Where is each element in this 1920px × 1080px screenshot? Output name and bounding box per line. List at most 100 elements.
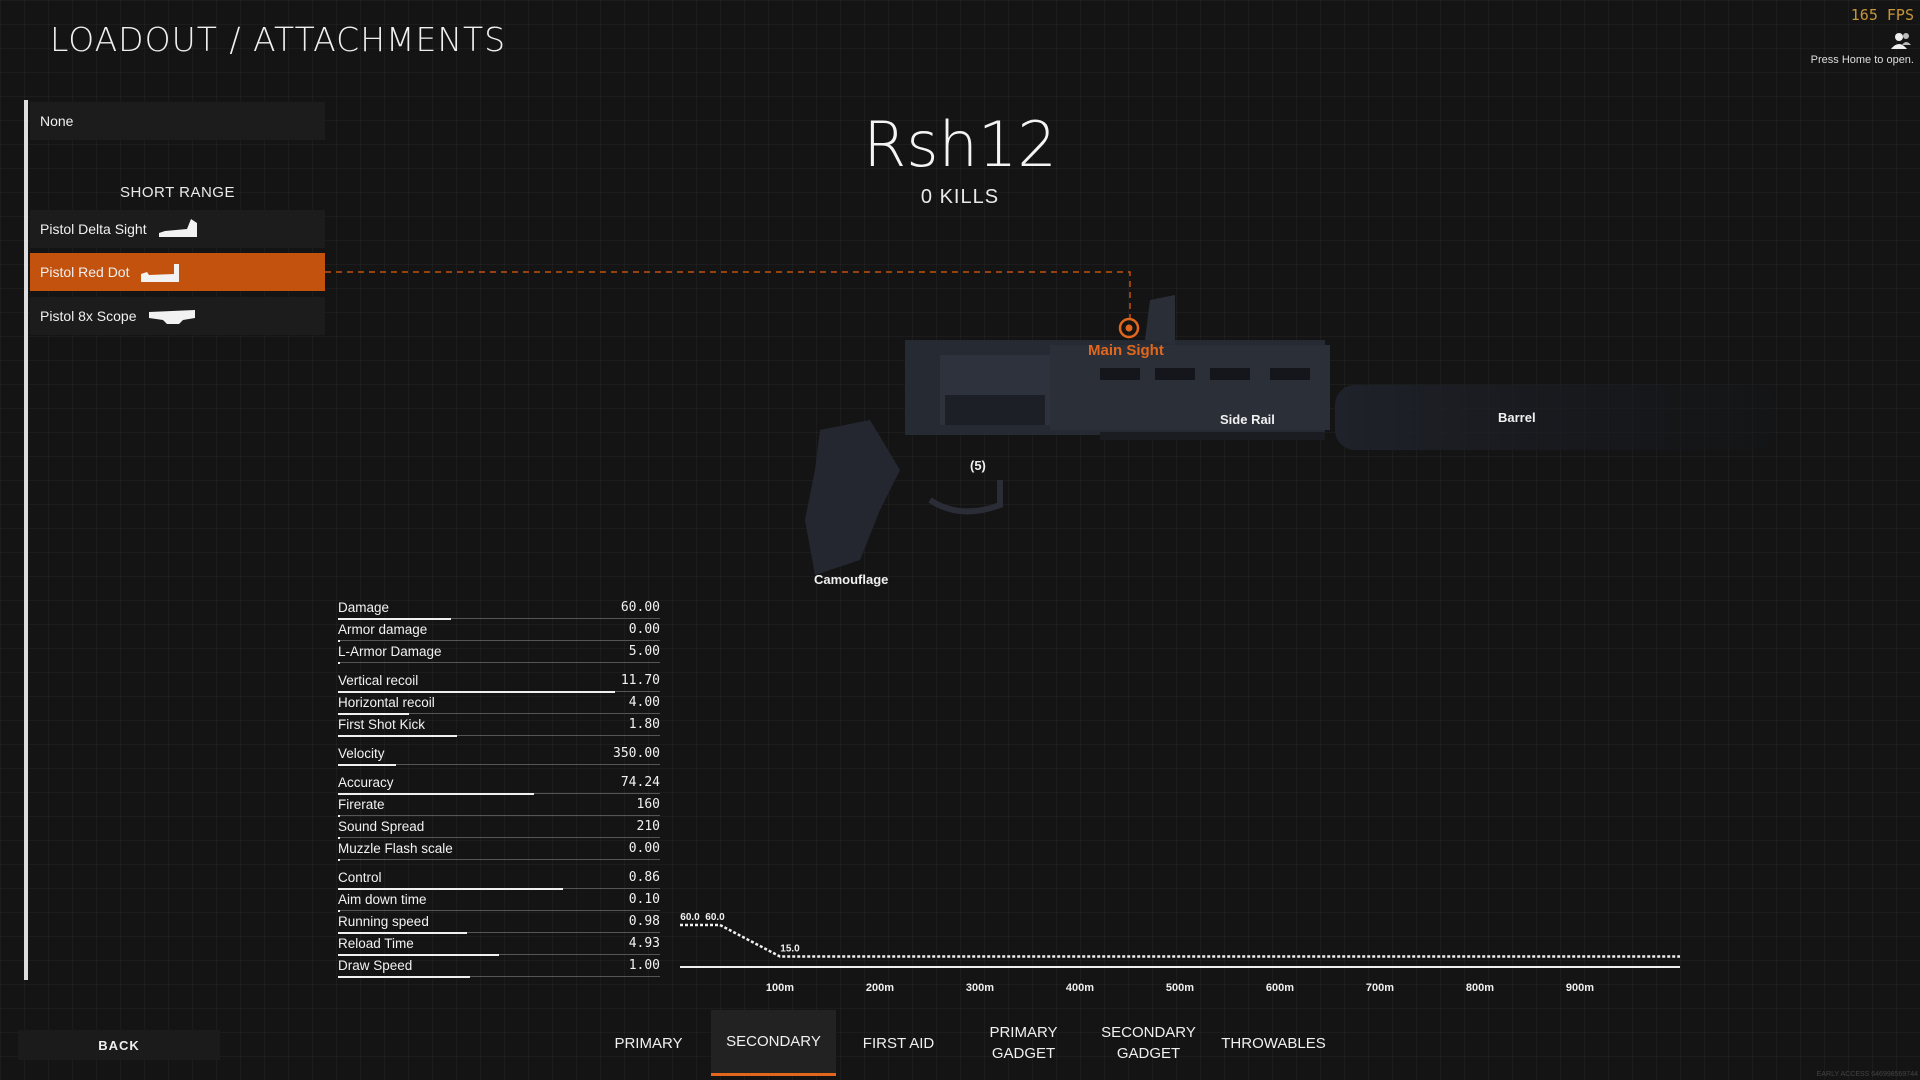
stat-label: Aim down time <box>338 892 427 907</box>
fps-counter: 165 FPS <box>1850 6 1914 24</box>
page-title: LOADOUT / ATTACHMENTS <box>50 20 507 59</box>
delta-sight-icon <box>158 219 197 237</box>
stat-bar-fill <box>338 888 564 890</box>
attachment-option-8x-scope[interactable]: Pistol 8x Scope <box>30 297 325 335</box>
stat-row: Draw Speed 1.00 <box>338 958 660 978</box>
stat-label: Firerate <box>338 797 385 812</box>
stat-bar-track <box>338 815 660 816</box>
stat-value: 11.70 <box>620 673 660 688</box>
stat-bar-track <box>338 662 660 663</box>
back-button[interactable]: BACK <box>18 1030 220 1060</box>
tab-primary[interactable]: PRIMARY <box>614 1034 683 1052</box>
falloff-data-label: 60.0 <box>680 912 700 923</box>
stat-label: Running speed <box>338 914 429 929</box>
stat-value: 4.00 <box>628 695 660 710</box>
stat-bar-track <box>338 859 660 860</box>
attachment-option-none[interactable]: None <box>30 102 325 140</box>
stat-bar-fill <box>338 713 409 715</box>
stat-bar-fill <box>338 859 340 861</box>
tab-secondary-gadget[interactable]: SECONDARY GADGET <box>1101 1024 1196 1062</box>
stat-value: 60.00 <box>620 600 660 615</box>
attachment-option-delta-sight[interactable]: Pistol Delta Sight <box>30 210 325 248</box>
stat-bar-fill <box>338 976 471 978</box>
falloff-data-label: 60.0 <box>705 912 725 923</box>
category-tabs: PRIMARY SECONDARY FIRST AID PRIMARY GADGET S… <box>586 1010 1336 1076</box>
stat-row: Armor damage 0.00 <box>338 622 660 642</box>
stat-value: 0.00 <box>628 622 660 637</box>
users-icon <box>1891 33 1911 49</box>
stat-bar-track <box>338 713 660 714</box>
attachment-option-label: Pistol 8x Scope <box>40 308 137 324</box>
section-header-short-range: SHORT RANGE <box>120 184 235 201</box>
stat-row: First Shot Kick 1.80 <box>338 717 660 737</box>
tab-primary-gadget[interactable]: PRIMARY GADGET <box>989 1024 1058 1062</box>
stat-row: Muzzle Flash scale 0.00 <box>338 841 660 861</box>
tab-throwables[interactable]: THROWABLES <box>1221 1034 1326 1052</box>
stat-label: Reload Time <box>338 936 414 951</box>
slot-side-rail[interactable]: Side Rail <box>1220 412 1275 427</box>
weapon-kills: 0 KILLS <box>920 186 1000 208</box>
tab-first-aid[interactable]: FIRST AID <box>862 1034 935 1052</box>
list-scroll-rail[interactable] <box>24 100 28 980</box>
stat-row: Damage 60.00 <box>338 600 660 620</box>
stat-label: Muzzle Flash scale <box>338 841 453 856</box>
stat-bar-fill <box>338 640 340 642</box>
slot-camouflage[interactable]: Camouflage <box>814 572 889 587</box>
stat-label: First Shot Kick <box>338 717 426 732</box>
hint-text: Press Home to open. <box>1810 54 1914 66</box>
falloff-tick-label: 300m <box>966 982 994 994</box>
falloff-tick-label: 900m <box>1566 982 1594 994</box>
stat-value: 0.10 <box>628 892 660 907</box>
main-sight-marker-icon[interactable] <box>1118 317 1140 339</box>
stat-value: 1.00 <box>628 958 660 973</box>
stat-bar-fill <box>338 735 458 737</box>
stat-bar-track <box>338 764 660 765</box>
stat-bar-fill <box>338 815 340 817</box>
stat-row: Running speed 0.98 <box>338 914 660 934</box>
stat-bar-fill <box>338 662 340 664</box>
tab-secondary[interactable]: SECONDARY <box>711 1010 836 1076</box>
stat-label: Velocity <box>338 746 385 761</box>
attachment-option-label: Pistol Delta Sight <box>40 221 147 237</box>
stat-row: Aim down time 0.10 <box>338 892 660 912</box>
stat-bar-track <box>338 976 660 977</box>
attachment-option-red-dot[interactable]: Pistol Red Dot <box>30 253 325 291</box>
stat-value: 74.24 <box>620 775 660 790</box>
slot-ammo[interactable]: (5) <box>970 458 986 473</box>
stat-bar-fill <box>338 954 499 956</box>
stat-value: 0.00 <box>628 841 660 856</box>
stat-value: 1.80 <box>628 717 660 732</box>
weapon-name: Rsh12 <box>863 108 1057 181</box>
stat-label: Draw Speed <box>338 958 413 973</box>
stat-value: 0.98 <box>628 914 660 929</box>
stat-value: 0.86 <box>628 870 660 885</box>
build-tag: EARLY ACCESS 646998569744 <box>1816 1071 1918 1078</box>
stat-label: Armor damage <box>338 622 428 637</box>
stat-label: Damage <box>338 600 390 615</box>
stat-bar-fill <box>338 618 451 620</box>
stat-value: 160 <box>636 797 660 812</box>
stat-bar-track <box>338 837 660 838</box>
attachment-option-label: Pistol Red Dot <box>40 264 130 280</box>
falloff-tick-label: 100m <box>766 982 794 994</box>
stat-bar-track <box>338 735 660 736</box>
slot-main-sight[interactable]: Main Sight <box>1088 342 1164 359</box>
slot-barrel[interactable]: Barrel <box>1498 410 1536 425</box>
falloff-tick-label: 500m <box>1166 982 1194 994</box>
stat-label: Accuracy <box>338 775 394 790</box>
stat-bar-fill <box>338 910 340 912</box>
stat-bar-track <box>338 640 660 641</box>
falloff-tick-label: 700m <box>1366 982 1394 994</box>
red-dot-icon <box>141 264 180 282</box>
stat-bar-fill <box>338 837 340 839</box>
stat-value: 5.00 <box>628 644 660 659</box>
main-sight-leader-line <box>325 271 1131 327</box>
stat-label: Vertical recoil <box>338 673 419 688</box>
falloff-tick-label: 600m <box>1266 982 1294 994</box>
